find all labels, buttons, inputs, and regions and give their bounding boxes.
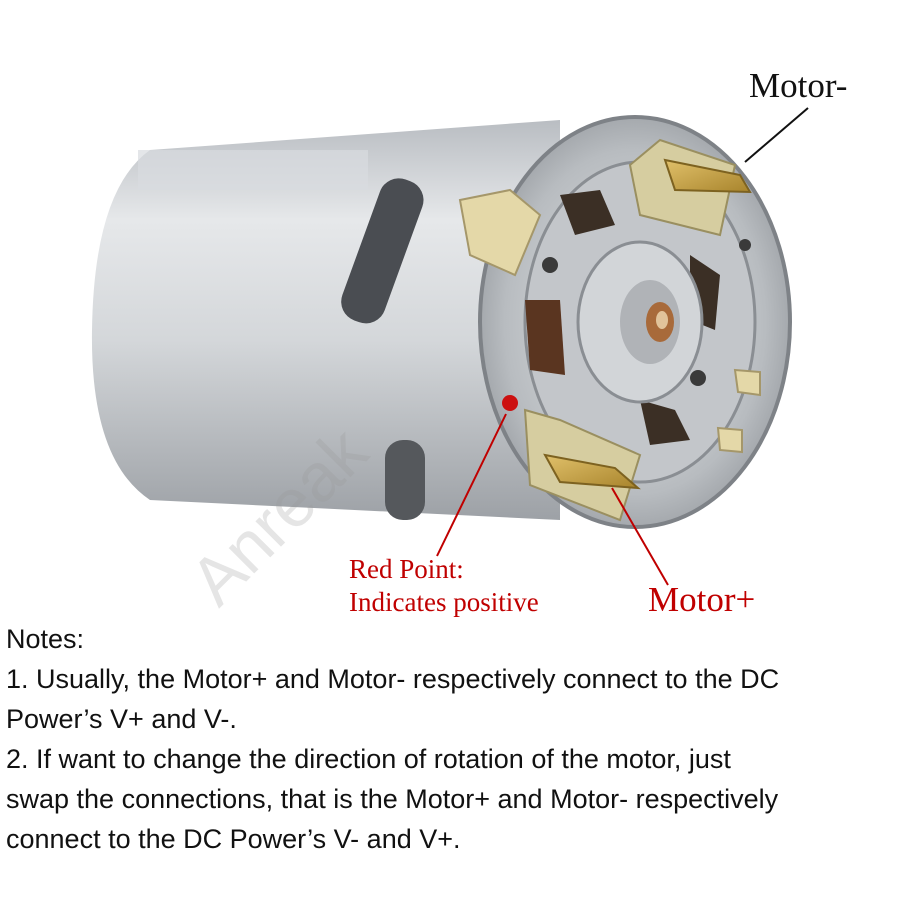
notes-line: connect to the DC Power’s V- and V+.	[6, 824, 461, 854]
notes-line: 1. Usually, the Motor+ and Motor- respec…	[6, 664, 780, 694]
motor-plus-label: Motor+	[648, 580, 756, 619]
plastic-tab	[458, 188, 761, 454]
motor-can	[91, 120, 560, 520]
red-point-label-line1: Red Point:	[349, 554, 464, 584]
notes-line: Power’s V+ and V-.	[6, 704, 237, 734]
red-point-leader-line	[436, 413, 507, 557]
notes-block: Notes: 1. Usually, the Motor+ and Motor-…	[6, 619, 922, 859]
red-point-label: Red Point: Indicates positive	[349, 553, 539, 619]
motor-minus-label: Motor-	[749, 66, 848, 105]
red-point-marker	[502, 395, 518, 411]
motor-plus-leader-line	[611, 487, 669, 586]
red-point-label-line2: Indicates positive	[349, 587, 539, 617]
notes-line: 2. If want to change the direction of ro…	[6, 744, 731, 774]
motor-minus-leader-line	[744, 107, 809, 163]
notes-heading: Notes:	[6, 624, 85, 654]
terminal-positive	[523, 408, 642, 522]
terminal-negative	[628, 138, 752, 237]
notes-line: swap the connections, that is the Motor+…	[6, 784, 779, 814]
